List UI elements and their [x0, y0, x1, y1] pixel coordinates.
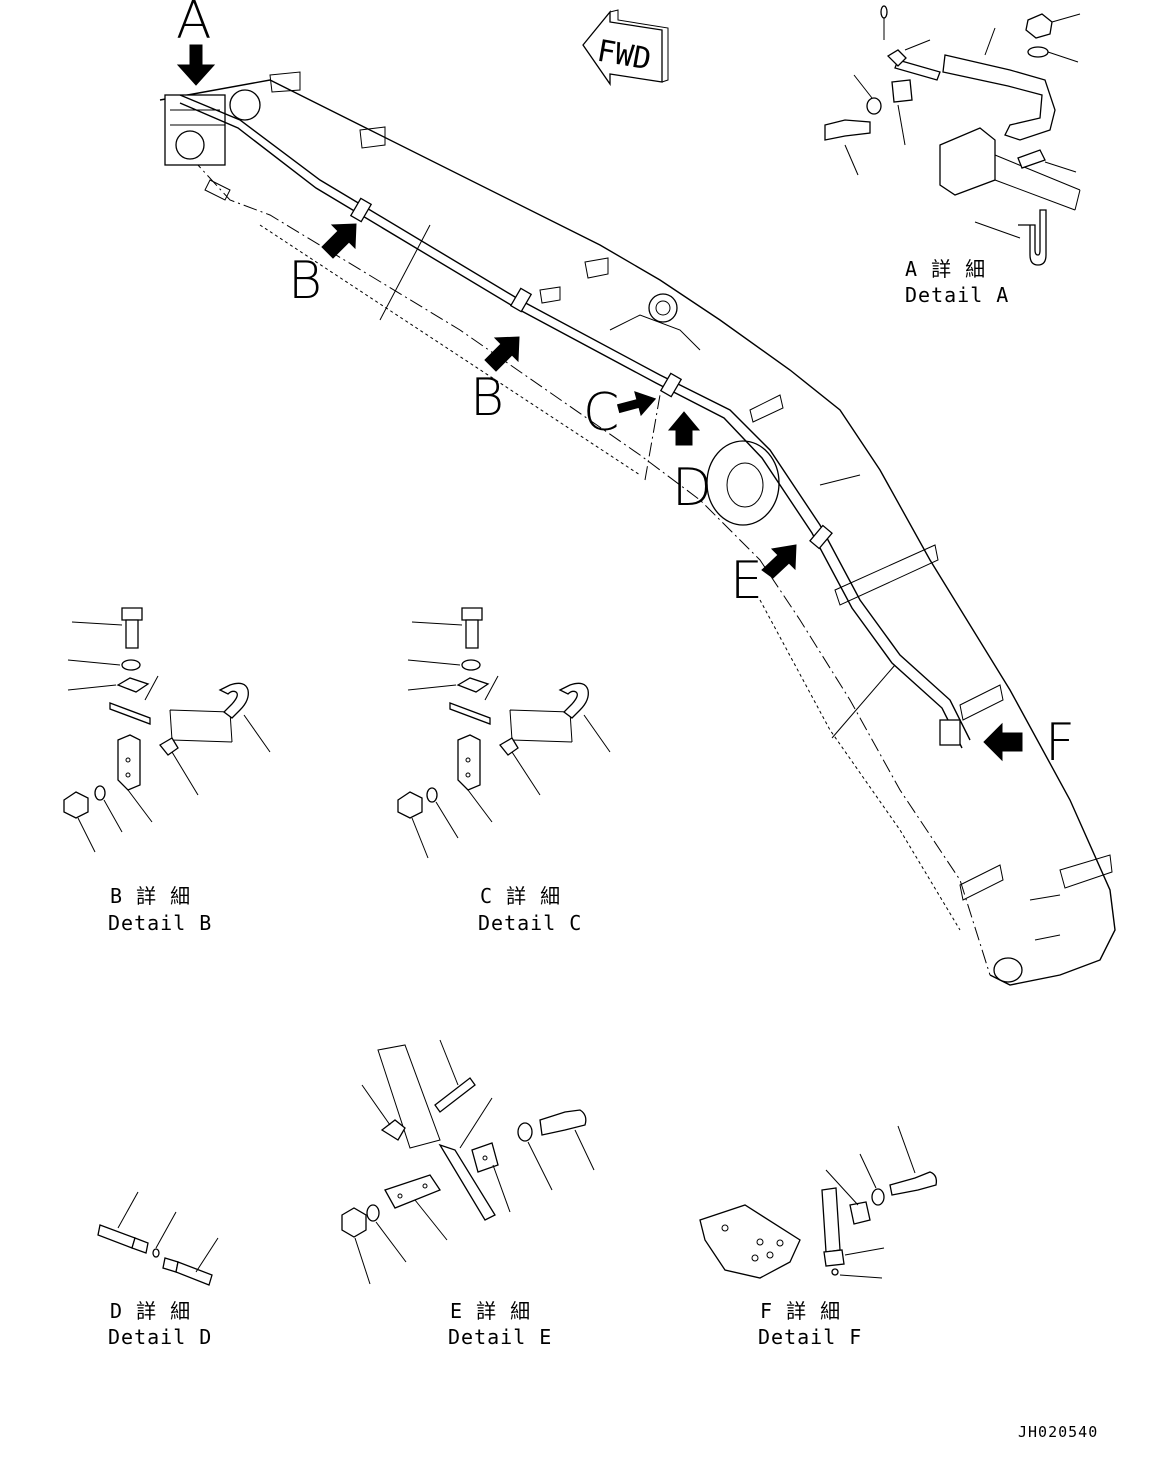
detail-c-drawing: C 詳 細 Detail C — [397, 607, 611, 935]
detail-a-drawing: A 詳 細 Detail A — [824, 5, 1081, 307]
callout-letter-e: E — [730, 551, 763, 611]
nut-icon — [397, 791, 423, 819]
detail-b-title-en: Detail B — [108, 911, 212, 935]
washer-icon — [121, 659, 141, 671]
bracket-icon — [457, 734, 481, 791]
boom-cylinder-boss — [706, 440, 780, 526]
bolt-icon — [125, 619, 139, 649]
callout-letter-b1: B — [288, 251, 322, 311]
callout-letter-d: D — [672, 458, 712, 518]
washer-icon — [871, 1188, 885, 1206]
drawing-code: JH020540 — [1018, 1423, 1098, 1441]
detail-a-title-en: Detail A — [905, 283, 1009, 307]
detail-f-drawing: F 詳 細 Detail F — [699, 1125, 938, 1349]
detail-c-title-jp: C 詳 細 — [480, 884, 561, 908]
bracket-icon — [117, 734, 141, 791]
bolt-icon — [824, 119, 871, 141]
hose-icon — [97, 1224, 136, 1249]
nut-icon — [1025, 13, 1053, 39]
callout-letter-c: C — [583, 383, 619, 443]
hydraulic-pipe — [179, 94, 971, 749]
detail-d-title-jp: D 詳 細 — [110, 1299, 191, 1323]
callout-arrow-a — [176, 44, 216, 86]
nut-icon — [341, 1207, 367, 1238]
pipe-icon — [821, 1187, 841, 1253]
boom-foot — [164, 89, 261, 201]
detail-d-title-en: Detail D — [108, 1325, 212, 1349]
bolt-icon — [889, 1171, 938, 1196]
detail-d-drawing: D 詳 細 Detail D — [97, 1191, 219, 1349]
boom-assembly — [159, 71, 1116, 986]
detail-f-title-en: Detail F — [758, 1325, 862, 1349]
callout-arrow-c — [616, 391, 657, 417]
strap-icon — [438, 1143, 496, 1221]
callout-arrow-f — [983, 722, 1023, 762]
fitting-icon — [162, 1257, 179, 1273]
callout-arrow-b2 — [484, 336, 520, 372]
callout-letter-b2: B — [470, 368, 504, 428]
clamp-plate-icon — [849, 1201, 871, 1225]
callout-arrows: A B B C D E F — [176, 0, 1075, 773]
u-bolt-icon — [218, 682, 249, 719]
detail-e-title-jp: E 詳 細 — [450, 1299, 531, 1323]
u-bolt-icon — [558, 682, 589, 719]
callout-arrow-b1 — [321, 223, 357, 259]
detail-a-title-jp: A 詳 細 — [905, 257, 986, 281]
bracket-icon — [384, 1174, 441, 1209]
detail-c-title-en: Detail C — [478, 911, 582, 935]
washer-icon — [1027, 46, 1049, 58]
bolt-icon — [465, 619, 479, 649]
detail-b-drawing: B 詳 細 Detail B — [63, 607, 271, 935]
boom-top-pin — [993, 957, 1023, 983]
u-bolt-icon — [1018, 209, 1047, 266]
rod-icon — [434, 1077, 476, 1113]
nut-icon — [63, 791, 89, 819]
plate-icon — [699, 1204, 801, 1279]
callout-letter-f: F — [1045, 713, 1075, 773]
callout-arrow-d — [667, 411, 701, 446]
callout-letter-a: A — [176, 0, 212, 51]
fwd-arrow: FWD — [582, 9, 669, 87]
bracket-icon — [942, 54, 1056, 141]
boom-plate — [834, 544, 939, 606]
pipe-clamps — [349, 197, 961, 746]
washer-icon — [461, 659, 481, 671]
callout-arrow-e — [761, 544, 797, 579]
detail-b-title-jp: B 詳 細 — [110, 884, 191, 908]
detail-f-title-jp: F 詳 細 — [760, 1299, 841, 1323]
detail-e-drawing: E 詳 細 Detail E — [341, 1039, 595, 1349]
detail-e-title-en: Detail E — [448, 1325, 552, 1349]
bolt-icon — [539, 1109, 587, 1136]
boom-mid-pin — [648, 293, 678, 323]
washer-icon — [517, 1122, 533, 1142]
clamp-plate-icon — [891, 79, 913, 103]
